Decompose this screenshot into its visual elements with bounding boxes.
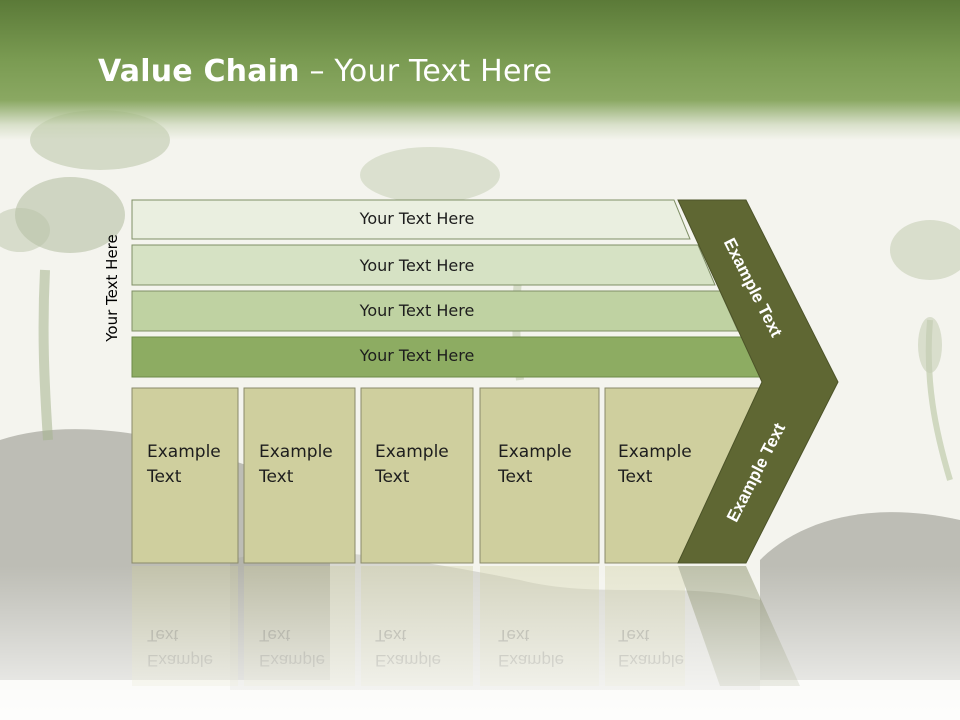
cell-label-1-line2: Text — [147, 467, 182, 487]
title-bold: Value Chain — [98, 54, 300, 89]
layer-label-4: Your Text Here — [359, 346, 475, 365]
cell-label-5-line1: Example — [618, 442, 692, 462]
layer-label-2: Your Text Here — [359, 256, 475, 275]
cell-label-1-line1: Example — [147, 442, 221, 462]
cell-label-4-line1: Example — [498, 442, 572, 462]
header-band — [0, 0, 960, 140]
cell-box-4 — [479, 387, 600, 564]
cell-label-3-line1: Example — [375, 442, 449, 462]
slide-title: Value Chain – Your Text Here — [98, 54, 552, 89]
cell-label-3-line2: Text — [375, 467, 410, 487]
layer-bar-1 — [131, 199, 691, 240]
title-rest: – Your Text Here — [299, 54, 553, 89]
cell-box-3 — [360, 387, 474, 564]
chevron-arrow — [677, 199, 839, 564]
cell-box-2 — [243, 387, 356, 564]
layer-bar-2 — [131, 244, 716, 286]
cell-label-4-line2: Text — [498, 467, 533, 487]
cell-label-2-line1: Example — [259, 442, 333, 462]
cell-box-1 — [131, 387, 239, 564]
layer-label-1: Your Text Here — [359, 209, 475, 228]
cell-label-5-line2: Text — [618, 467, 653, 487]
cell-label-2-line2: Text — [259, 467, 294, 487]
layer-label-3: Your Text Here — [359, 301, 475, 320]
